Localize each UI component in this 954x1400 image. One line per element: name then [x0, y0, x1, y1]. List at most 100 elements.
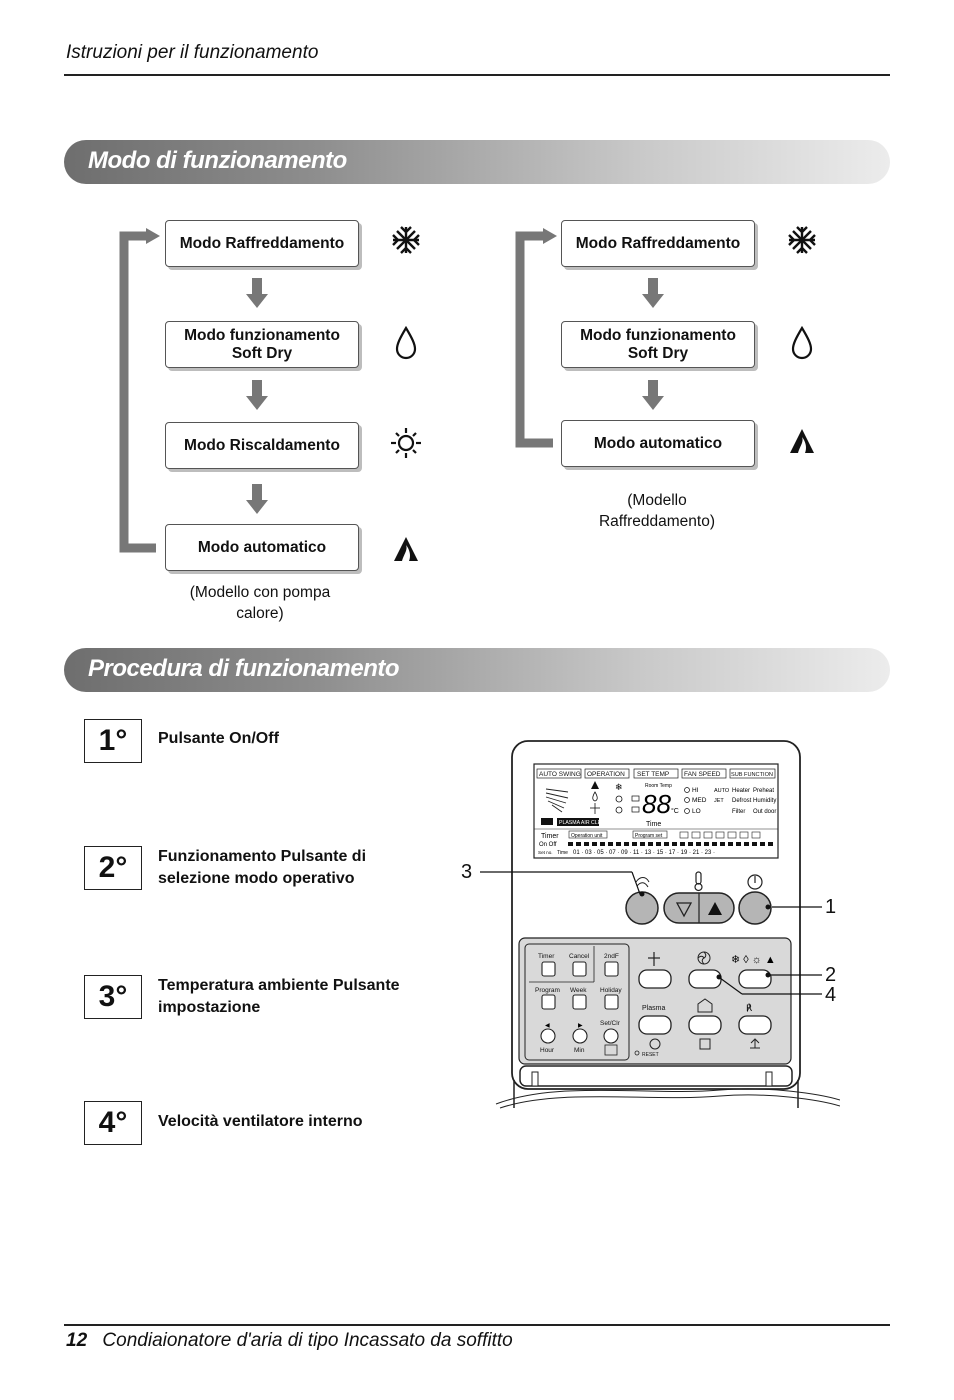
fan-speed-button[interactable]: [688, 969, 722, 989]
home-icon: [697, 998, 713, 1013]
sun-icon: [391, 428, 421, 458]
callout-1: 1: [825, 896, 837, 918]
min-button[interactable]: [572, 1028, 588, 1044]
swing-button[interactable]: [625, 891, 659, 925]
swing-button-icon: [635, 877, 650, 888]
step-label-3: Temperatura ambiente Pulsante impostazio…: [158, 977, 400, 1016]
snowflake-icon: [788, 226, 816, 254]
lcd-dry-icon: [592, 791, 598, 802]
thermometer-icon: [694, 871, 703, 892]
bracket-arrowhead-left: [146, 228, 160, 244]
lcd-fan-auto: AUTO: [714, 788, 730, 794]
lcd-plasma: PLASMA AIR CLEAN: [559, 820, 609, 826]
lcd-cool-icon: ❄: [615, 782, 623, 792]
lcd-unit: °C: [671, 807, 679, 815]
label-timer: Timer: [538, 953, 555, 960]
lcd-operation-unit: Operation unit: [571, 833, 603, 839]
lcd-time-short: Time: [557, 850, 568, 856]
label-min: Min: [574, 1047, 585, 1054]
cycle-bracket-right: [515, 231, 553, 448]
auto-mode-icon: [394, 537, 418, 561]
program-button[interactable]: [541, 994, 556, 1010]
lcd-fan-lo: LO: [692, 808, 701, 815]
cancel-button[interactable]: [572, 961, 587, 977]
set-clr-button[interactable]: [603, 1028, 619, 1044]
step-label-4: Velocità ventilatore interno: [158, 1113, 363, 1130]
lcd-sub-defrost: Defrost: [732, 798, 752, 804]
lcd-plasma-badge: [557, 818, 599, 826]
temp-down-icon: [675, 902, 693, 918]
lcd-sub-heater: Heater: [732, 788, 750, 794]
mode-select-button[interactable]: [738, 969, 772, 989]
droplet-icon: [395, 325, 417, 360]
lcd-tab-auto-swing: AUTO SWING: [539, 771, 581, 778]
snowflake-icon: [392, 226, 420, 254]
ventilation-button[interactable]: [738, 1015, 772, 1035]
filter-icon: [699, 1038, 711, 1050]
room-temp-button[interactable]: [688, 1015, 722, 1035]
footer-rule: [64, 1324, 890, 1326]
lcd-tab-operation: OPERATION: [587, 771, 625, 778]
fan-only-button[interactable]: [638, 969, 672, 989]
lcd-time: Time: [646, 821, 661, 828]
label-hour: Hour: [540, 1047, 555, 1054]
step-label-2: Funzionamento Pulsante di selezione modo…: [158, 848, 367, 887]
mode-box-cooling: Modo Raffreddamento: [561, 220, 755, 267]
label-cancel: Cancel: [569, 953, 590, 960]
section-title-procedure: Procedura di funzionamento: [88, 655, 400, 682]
lcd-on-off: On Off: [539, 842, 557, 848]
lcd-hour-scale: 01 · 03 · 05 · 07 · 09 · 11 · 13 · 15 · …: [573, 850, 715, 856]
down-arrows-left: [246, 278, 268, 514]
section-banner-procedure: Procedura di funzionamento: [64, 648, 890, 692]
lcd-auto-icon: [591, 781, 599, 789]
label-reset: RESET: [642, 1052, 659, 1058]
lcd-timer: Timer: [541, 833, 559, 840]
step-number-1: 1°: [84, 719, 142, 763]
footer-title: Condiaionatore d'aria di tipo Incassato …: [102, 1330, 513, 1351]
label-2ndf: 2ndF: [604, 953, 619, 960]
mode-box-soft-dry: Modo funzionamento Soft Dry: [165, 321, 359, 368]
lcd-tab-sub-function: SUB FUNCTION: [731, 772, 773, 778]
lcd-tab-set-temp: SET TEMP: [637, 771, 669, 778]
mode-box-heating: Modo Riscaldamento: [165, 422, 359, 469]
step-number-2: 2°: [84, 846, 142, 890]
page-number: 12: [66, 1330, 88, 1351]
caption-cooling-model: (Modello Raffreddamento): [598, 492, 716, 530]
plasma-button[interactable]: [638, 1015, 672, 1035]
second-function-button[interactable]: [604, 961, 619, 977]
running-footer: 12 Condiaionatore d'aria di tipo Incassa…: [66, 1330, 513, 1352]
timer-button[interactable]: [541, 961, 556, 977]
callout-2: 2: [825, 964, 837, 986]
fan-speed-icon: [697, 951, 711, 965]
label-holiday: Holiday: [600, 987, 622, 994]
mode-icons-row: ❄ ◊ ☼ ▲: [731, 954, 776, 966]
swing-icon: [545, 788, 569, 813]
week-button[interactable]: [572, 994, 587, 1010]
lcd-fan-jet: JET: [714, 798, 724, 804]
lcd-fan-med: MED: [692, 797, 707, 804]
caption-heat-pump-model: (Modello con pompa calore): [189, 584, 331, 622]
callout-3: 3: [461, 861, 473, 883]
mode-box-soft-dry: Modo funzionamento Soft Dry: [561, 321, 755, 368]
lcd-fan-hi: HI: [692, 787, 699, 794]
running-header: Istruzioni per il funzionamento: [66, 42, 319, 63]
down-arrows-right: [642, 278, 664, 410]
ventilation-icon: ℟: [746, 1003, 752, 1013]
header-rule: [64, 74, 890, 76]
label-set-clr: Set/Clr: [600, 1020, 621, 1027]
lcd-set-no: Set no.: [538, 850, 553, 855]
holiday-button[interactable]: [604, 994, 619, 1010]
hour-button[interactable]: [540, 1028, 556, 1044]
cycle-bracket-left: [119, 231, 156, 553]
label-week: Week: [570, 987, 587, 994]
reset-button[interactable]: [634, 1050, 640, 1056]
power-button[interactable]: [738, 891, 772, 925]
mode-box-cooling: Modo Raffreddamento: [165, 220, 359, 267]
lcd-program-set: Program set: [635, 833, 663, 839]
temp-up-icon: [708, 902, 722, 915]
lcd-tab-fan-speed: FAN SPEED: [684, 771, 721, 778]
lcd-sub-preheat: Preheat: [753, 788, 774, 794]
remote-hinge: [519, 1065, 793, 1087]
step-number-3: 3°: [84, 975, 142, 1019]
mode-flow-graphics: [119, 226, 816, 561]
